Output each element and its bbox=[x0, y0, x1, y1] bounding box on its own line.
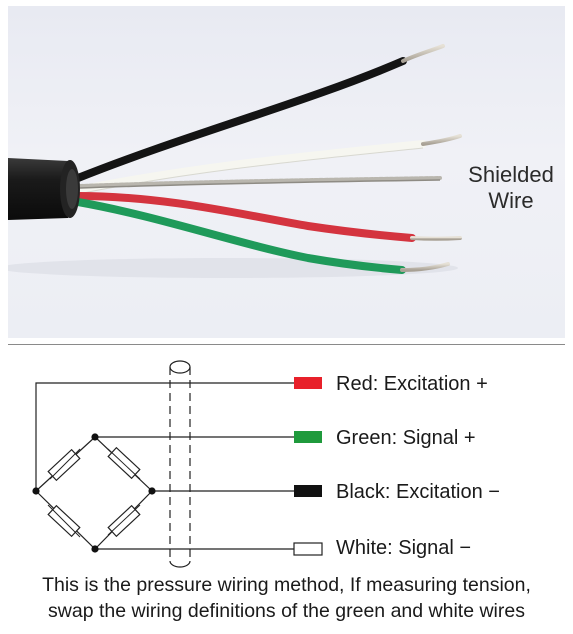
green-wire bbox=[74, 198, 406, 274]
cable-illustration bbox=[8, 44, 462, 278]
legend-black: Black: Excitation − bbox=[336, 481, 500, 503]
caption-line-2: swap the wiring definitions of the green… bbox=[48, 600, 525, 622]
red-wire bbox=[74, 192, 416, 242]
swatch-red bbox=[294, 377, 322, 389]
swatch-green bbox=[294, 431, 322, 443]
caption-line-1: This is the pressure wiring method, If m… bbox=[42, 574, 531, 596]
shield-wire bbox=[78, 176, 442, 188]
section-divider bbox=[8, 344, 565, 345]
cable-photo: Shielded Wire bbox=[8, 6, 565, 338]
black-wire bbox=[74, 57, 407, 182]
legend-green: Green: Signal + bbox=[336, 427, 476, 449]
shield-symbol bbox=[169, 360, 191, 568]
wiring-schematic bbox=[32, 360, 323, 568]
legend-white: White: Signal − bbox=[336, 537, 472, 559]
swatch-black bbox=[294, 485, 322, 497]
legend-red: Red: Excitation + bbox=[336, 373, 488, 395]
swatch-white bbox=[293, 542, 323, 556]
cable-jacket bbox=[8, 158, 76, 220]
caption: This is the pressure wiring method, If m… bbox=[0, 572, 573, 624]
shielded-wire-label: Shielded Wire bbox=[468, 162, 554, 213]
white-wire bbox=[74, 140, 427, 194]
